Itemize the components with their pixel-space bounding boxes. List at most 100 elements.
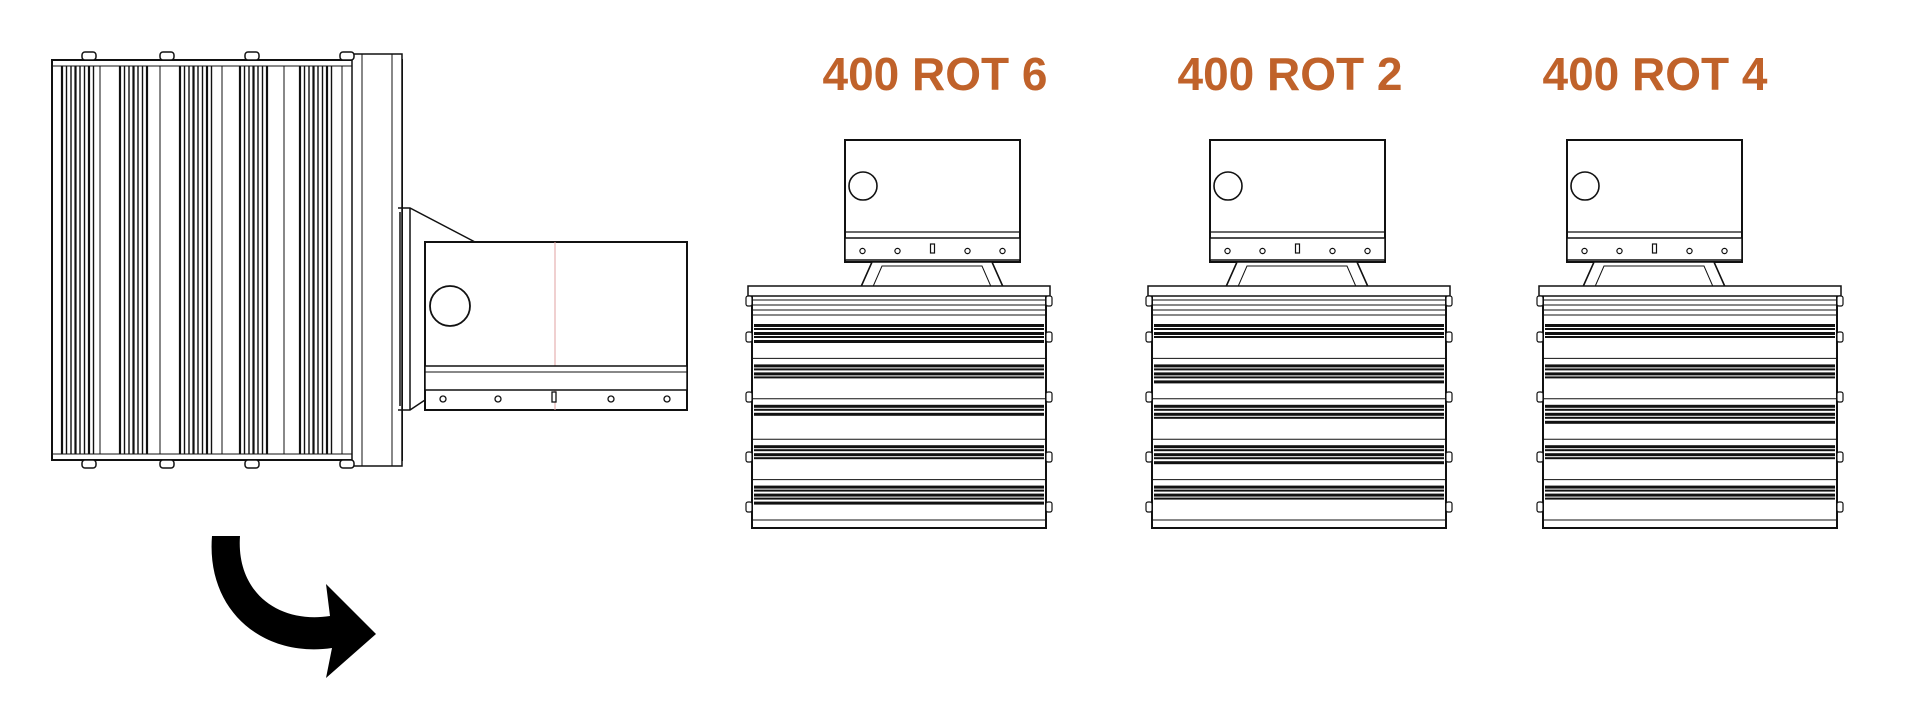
fin-stripe <box>1154 485 1444 489</box>
side-clip <box>1445 391 1453 403</box>
fin-stripe <box>1154 328 1444 330</box>
fin-stripe <box>1545 336 1835 338</box>
cable-gland-icon <box>429 285 471 327</box>
side-clip <box>745 501 753 513</box>
fin-stripe <box>754 376 1044 379</box>
luminaire-clips <box>81 51 355 469</box>
fin-stripe <box>1154 489 1444 492</box>
fin-stripe <box>754 449 1044 452</box>
fin-stripe <box>1545 368 1835 371</box>
fin-stripe <box>754 336 1044 338</box>
fin-stripe <box>1154 408 1444 411</box>
fin-stripe <box>754 493 1044 497</box>
cable-gland-icon <box>1570 171 1600 201</box>
fin-stripe <box>1154 461 1444 465</box>
fin-stripe <box>754 328 1044 330</box>
fin-stripe <box>754 404 1044 408</box>
fin-stripe <box>754 368 1044 371</box>
variant-label: 400 ROT 2 <box>1178 48 1403 100</box>
fin-stripe <box>754 457 1044 460</box>
side-clip <box>1145 331 1153 343</box>
fin-stripe <box>1154 324 1444 327</box>
fin-stripe <box>1545 332 1835 335</box>
fin-stripe <box>1545 324 1835 327</box>
fin-stripe <box>1545 493 1835 497</box>
fin-stripe <box>1154 372 1444 376</box>
driver-box <box>424 241 688 411</box>
indicator-icon <box>929 243 936 254</box>
screw-icon <box>999 247 1006 255</box>
fin-stripe <box>1154 412 1444 416</box>
side-clip <box>1145 451 1153 463</box>
side-clip <box>1145 501 1153 513</box>
variant-group: 400 ROT 6 400 ROT 2 400 ROT 4 <box>745 48 1844 529</box>
fin-stripe <box>1154 493 1444 497</box>
side-clip <box>1445 331 1453 343</box>
screw-icon <box>1616 247 1623 255</box>
cable-gland-icon <box>1213 171 1243 201</box>
fin-stripe <box>1545 453 1835 457</box>
side-clip <box>1045 391 1053 403</box>
fin-stripe <box>754 453 1044 457</box>
luminaire-rail <box>351 53 403 467</box>
side-clip <box>745 451 753 463</box>
fin-stripe <box>1154 336 1444 338</box>
side-clip <box>1045 451 1053 463</box>
screw-icon <box>1721 247 1728 255</box>
fin-stripe <box>1154 445 1444 449</box>
variant-unit: 400 ROT 6 <box>745 48 1053 529</box>
fin-stripe <box>1545 364 1835 368</box>
cable-gland-icon <box>848 171 878 201</box>
fin-stripe <box>1154 449 1444 452</box>
indicator-icon <box>1651 243 1658 254</box>
side-clip <box>1045 295 1053 307</box>
side-clip <box>1445 295 1453 307</box>
fin-stripe <box>1154 332 1444 335</box>
heat-sink-fins <box>60 66 343 454</box>
fin-stripe <box>1545 404 1835 408</box>
fin-stripe <box>1154 416 1444 419</box>
fin-stripe <box>1154 376 1444 379</box>
screw-icon <box>1364 247 1371 255</box>
source-luminaire <box>51 51 688 678</box>
fin-stripe <box>754 489 1044 492</box>
side-clip <box>1836 295 1844 307</box>
fin-stripe <box>754 485 1044 489</box>
fin-stripe <box>754 501 1044 505</box>
fin-stripe <box>754 372 1044 376</box>
side-clip <box>1836 391 1844 403</box>
side-clip <box>1445 501 1453 513</box>
side-clip <box>1836 501 1844 513</box>
side-clip <box>1536 295 1544 307</box>
fin-stripe <box>1154 368 1444 371</box>
fin-stripe <box>754 340 1044 343</box>
fin-stripe <box>754 324 1044 327</box>
side-clip <box>745 331 753 343</box>
screw-icon <box>1581 247 1588 255</box>
fin-stripe <box>1545 328 1835 330</box>
variant-label: 400 ROT 4 <box>1543 48 1768 100</box>
fin-stripe <box>754 412 1044 416</box>
rotate-arrow-icon <box>211 536 376 678</box>
fin-stripe <box>1545 408 1835 411</box>
fin-stripe <box>754 497 1044 500</box>
fin-stripe <box>1545 485 1835 489</box>
side-clip <box>1445 451 1453 463</box>
side-clip <box>1836 331 1844 343</box>
side-clip <box>1836 451 1844 463</box>
side-clip <box>1145 391 1153 403</box>
fin-stripe <box>1154 453 1444 457</box>
side-clip <box>1536 501 1544 513</box>
fin-stripe <box>1545 497 1835 500</box>
luminaire-body-outline <box>51 59 403 461</box>
side-clip <box>745 295 753 307</box>
fin-stripe <box>1545 372 1835 376</box>
fin-stripe <box>1154 380 1444 384</box>
fin-stripe <box>754 408 1044 411</box>
side-clip <box>1536 391 1544 403</box>
fin-stripe <box>1545 449 1835 452</box>
side-clip <box>1536 331 1544 343</box>
variant-label: 400 ROT 6 <box>823 48 1048 100</box>
fin-stripe <box>754 445 1044 449</box>
